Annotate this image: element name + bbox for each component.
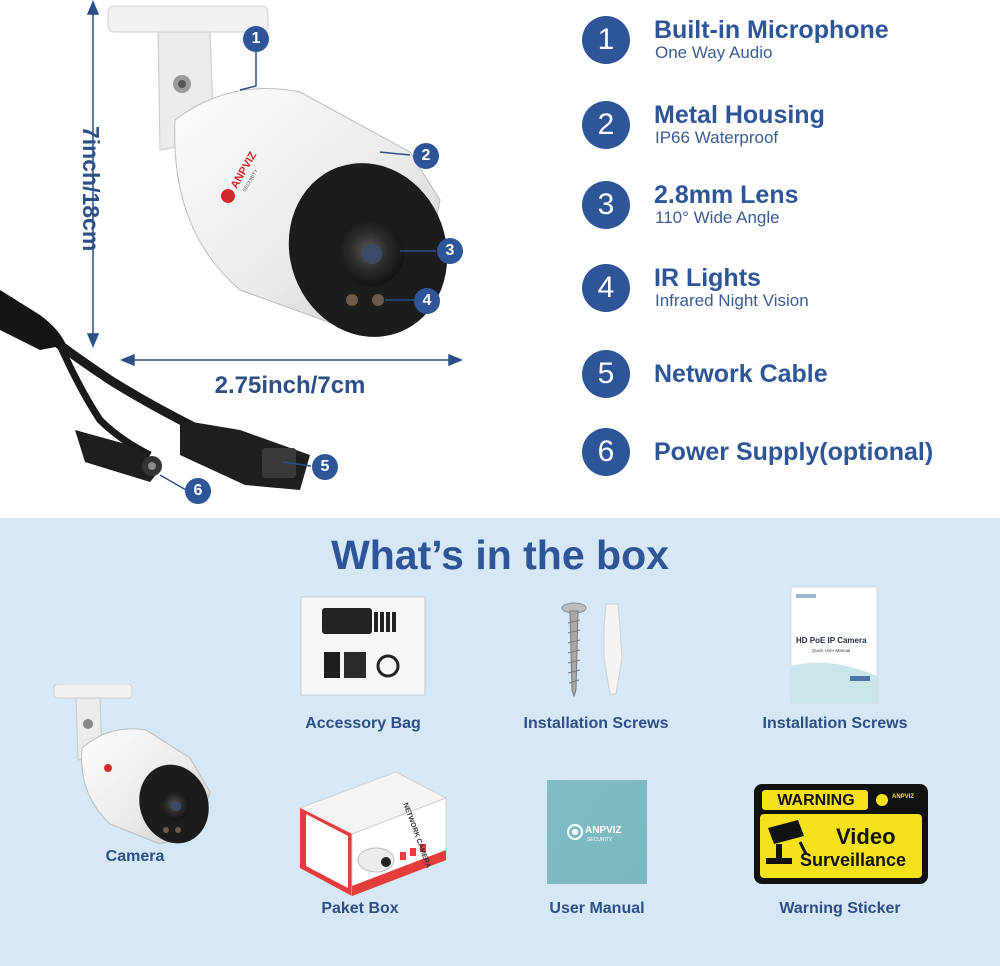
feature-subtitle: Infrared Night Vision <box>655 291 809 310</box>
sticker-line-2: Surveillance <box>800 850 907 870</box>
item-label-installation-screws-2: Installation Screws <box>762 715 908 732</box>
feature-title: Metal Housing <box>654 101 825 129</box>
feature-number: 4 <box>582 264 630 312</box>
callout-3: 3 <box>437 238 463 264</box>
feature-item: 6 Power Supply(optional) <box>578 428 988 488</box>
feature-subtitle: IP66 Waterproof <box>655 128 779 147</box>
width-dimension-label: 2.75inch/7cm <box>214 372 366 399</box>
user-manual-brand: ANPVIZ <box>585 825 622 836</box>
callout-5: 5 <box>312 454 338 480</box>
callout-1: 1 <box>243 26 269 52</box>
packet-box-image: NETWORK CAMERA <box>296 768 448 898</box>
feature-number: 6 <box>582 428 630 476</box>
camera-illustration: ANPVIZ SECURITY <box>0 0 560 518</box>
feature-subtitle: 110° Wide Angle <box>655 208 780 227</box>
warning-sticker-image: WARNING ANPVIZ Video Surveillance <box>754 784 928 884</box>
installation-screws-image <box>548 598 638 698</box>
item-label-warning-sticker: Warning Sticker <box>779 900 901 917</box>
callout-2: 2 <box>413 143 439 169</box>
feature-item: 3 2.8mm Lens 110° Wide Angle <box>578 181 988 241</box>
box-section-title: What’s in the box <box>331 532 669 578</box>
feature-item: 2 Metal Housing IP66 Waterproof <box>578 101 988 161</box>
camera-cables <box>0 290 310 490</box>
item-label-user-manual: User Manual <box>549 900 645 917</box>
sticker-line-1: Video <box>836 824 896 849</box>
user-manual-image: ANPVIZ SECURITY <box>547 780 647 884</box>
camera-drawing: ANPVIZ SECURITY <box>0 0 463 491</box>
feature-title: Network Cable <box>654 360 828 388</box>
sticker-warning-text: WARNING <box>777 792 855 809</box>
callout-6: 6 <box>185 478 211 504</box>
sticker-brand: ANPVIZ <box>892 794 915 800</box>
callout-leaders <box>159 52 436 491</box>
feature-number: 3 <box>582 181 630 229</box>
feature-title: 2.8mm Lens <box>654 181 799 209</box>
manual-card-subtitle: Quick User Manual <box>812 648 851 653</box>
feature-item: 1 Built-in Microphone One Way Audio <box>578 16 988 76</box>
height-dimension-label: 7inch/18cm <box>78 126 104 252</box>
accessory-bag-image <box>300 596 426 696</box>
item-label-accessory-bag: Accessory Bag <box>305 715 421 732</box>
item-label-installation-screws: Installation Screws <box>523 715 669 732</box>
camera-body <box>174 88 448 337</box>
feature-title: Power Supply(optional) <box>654 438 934 466</box>
feature-title: IR Lights <box>654 264 761 292</box>
whats-in-the-box-section: What’s in the box Accessory Bag Installa… <box>0 518 1000 966</box>
height-dimension-line <box>86 0 100 348</box>
item-label-paket-box: Paket Box <box>321 900 399 917</box>
feature-list: 1 Built-in Microphone One Way Audio 2 Me… <box>578 0 988 518</box>
callout-4: 4 <box>414 288 440 314</box>
feature-item: 5 Network Cable <box>578 350 988 410</box>
cctv-camera-icon <box>766 820 808 864</box>
product-feature-section: ANPVIZ SECURITY <box>0 0 988 518</box>
quick-user-manual-card: HD PoE IP Camera Quick User Manual <box>790 586 878 704</box>
item-label-camera: Camera <box>105 848 165 865</box>
camera-image <box>50 683 215 845</box>
user-manual-tagline: SECURITY <box>587 837 613 843</box>
feature-subtitle: One Way Audio <box>655 43 773 62</box>
dc-power-connector <box>75 430 160 482</box>
feature-item: 4 IR Lights Infrared Night Vision <box>578 264 988 324</box>
width-dimension-line <box>120 353 463 367</box>
feature-number: 1 <box>582 16 630 64</box>
feature-title: Built-in Microphone <box>654 16 889 44</box>
feature-number: 5 <box>582 350 630 398</box>
manual-card-title: HD PoE IP Camera <box>796 636 867 645</box>
feature-number: 2 <box>582 101 630 149</box>
